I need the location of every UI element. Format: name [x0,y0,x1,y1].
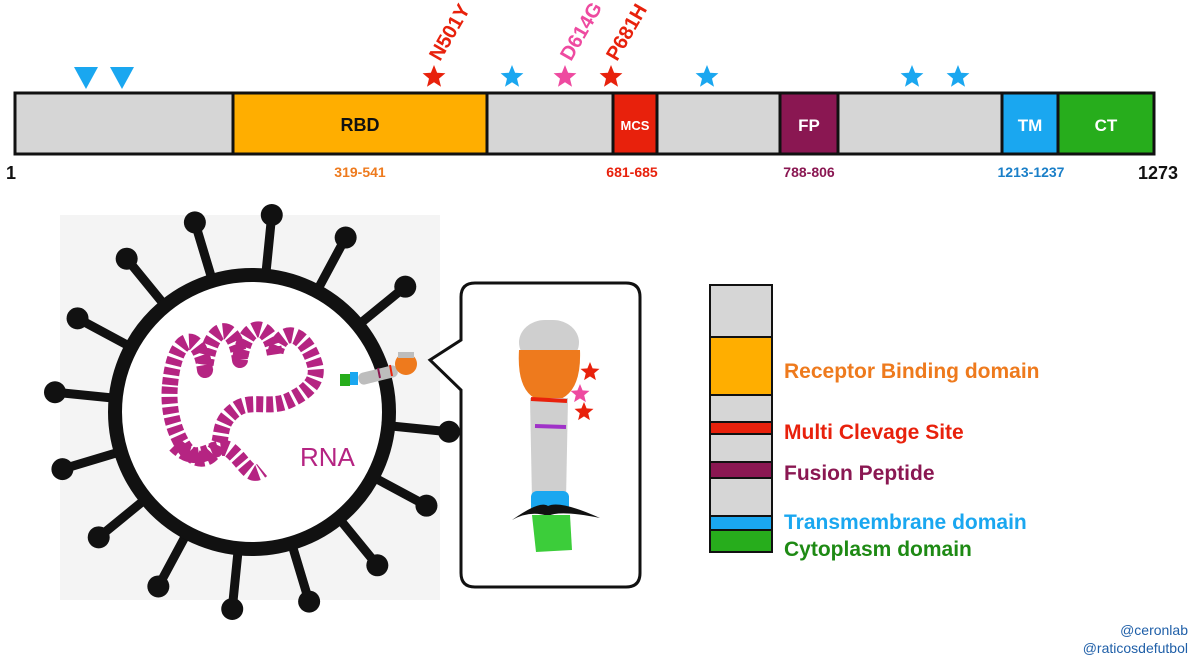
mutation-label-d614g: D614G [556,0,607,65]
mutation-star-p681h [599,65,623,87]
virus-spike-stem [65,447,123,472]
spike-mcs-band [530,397,568,403]
virus-spike-knob [66,307,89,330]
mcs-range-label: 681-685 [606,164,658,180]
virus-spike-knob [183,211,206,234]
mini-ct [340,374,350,386]
blue-star-marker [500,65,524,87]
virus-spike-stem [80,317,134,351]
segment-s2b [836,91,1004,156]
virus-spikes [43,203,461,621]
virus-spike-stem [58,388,118,403]
legend-multi-cleavage: Multi Clevage Site [784,421,964,444]
spike-rbd-region [518,350,581,402]
legend-cytoplasm: Cytoplasm domain [784,538,972,561]
virus-spike-stem [100,496,149,537]
mini-rbd-head [395,353,417,375]
virus-spike-stem [157,530,191,584]
virus-spike-knob [394,275,417,298]
mutation-star-n501y [422,65,446,87]
legend-swatch-ct [709,529,773,553]
legend-color-column [709,284,773,553]
segment-ntd [13,91,235,156]
zoom-star-d614g [570,384,590,403]
legend-swatch-fp [709,461,773,479]
rna-strand-tail [169,438,268,481]
glycan-triangle-marker [74,67,98,89]
fp-range-label: 788-806 [783,164,835,180]
zoom-star-n501y [580,362,600,381]
blue-star-marker [946,65,970,87]
rbd-label: RBD [341,115,380,135]
legend-receptor-binding: Receptor Binding domain [784,360,1040,383]
mutation-label-p681h: P681H [602,1,652,65]
legend-swatch-tm [709,515,773,531]
legend-swatch-mcs [709,421,773,435]
sequence-start-label: 1 [6,163,17,183]
virus-spike-knob [366,554,389,577]
virus-spike-stem [192,225,217,283]
fp-label: FP [798,116,820,135]
segment-mcs [611,91,659,156]
virus-spike-stem [228,546,243,606]
mutation-label-n501y: N501Y [425,0,475,65]
blue-star-marker [900,65,924,87]
legend-transmembrane: Transmembrane domain [784,511,1027,534]
segment-rbd [231,91,489,156]
legend-swatch-rbd [709,336,773,396]
mini-stalk [358,365,398,385]
credit-raticosdefutbol: @raticosdefutbol [1082,640,1188,656]
virus-spike-knob [334,226,357,249]
virus-spike-knob [415,494,438,517]
sequence-end-label: 1273 [1138,163,1179,183]
rna-label: RNA [300,442,356,472]
mcs-label: MCS [621,118,650,133]
segment-ct [1056,91,1156,156]
segment-sd [485,91,615,156]
virus-spike-stem [355,287,404,328]
virus-spike-stem [127,260,168,309]
mini-head-top [398,352,414,358]
virus-spike-stem [386,421,446,436]
virus-spike-stem [287,541,312,599]
mini-tm [350,372,358,385]
virus-spike-knob [298,590,321,613]
virus-spike-knob [51,458,74,481]
mini-mcs-band [389,364,393,377]
domain-bar [13,91,1156,156]
mini-fp-band [377,367,381,379]
ct-label: CT [1095,116,1118,135]
blue-star-marker [695,65,719,87]
surface-spike-protein [340,352,417,386]
glycan-triangle-marker [110,67,134,89]
segment-s2a [655,91,782,156]
rbd-range-label: 319-541 [334,164,386,180]
virus-spike-stem [370,473,424,507]
virus-spike-stem [261,218,276,278]
tm-range-label: 1213-1237 [997,164,1065,180]
virus-spike-knob [87,526,110,549]
spike-fp-band [534,424,567,429]
spike-ct-region [532,515,572,552]
virus-spike-stem [313,240,347,294]
legend-fusion-peptide: Fusion Peptide [784,462,935,485]
membrane-segment [512,504,600,520]
credit-ceronlab: @ceronlab [1120,622,1188,638]
tm-label: TM [1018,116,1043,135]
zoom-star-p681h [574,402,594,421]
virus-spike-knob [43,381,66,404]
spike-stalk [530,398,568,500]
virus-spike-knob [115,247,138,270]
virus-spike-knob [147,575,170,598]
zoomed-spike-protein [512,320,600,552]
virus-spike-knob [260,203,283,226]
segment-fp [778,91,840,156]
mutation-star-d614g [553,65,577,87]
virus-spike-knob [221,598,244,621]
virus-spike-knob [438,420,461,443]
virus-spike-stem [336,515,377,564]
